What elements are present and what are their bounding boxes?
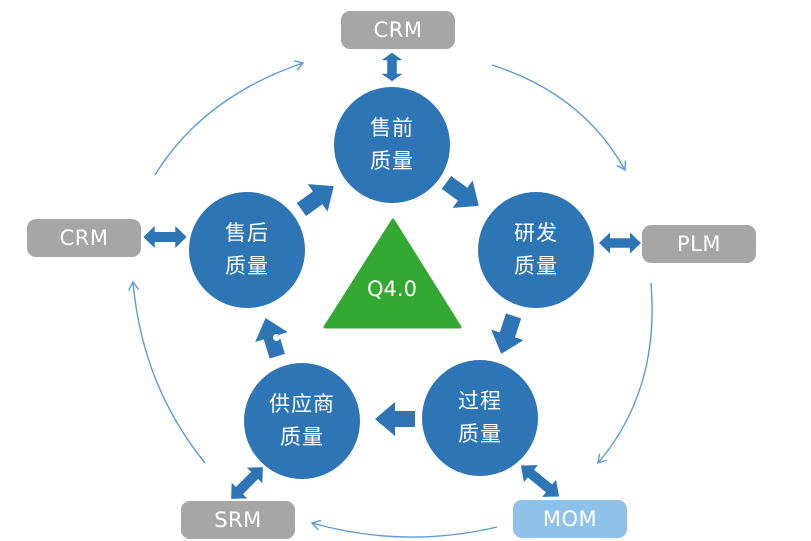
arrow-center-dot <box>273 334 280 341</box>
node-label-line: 质量 <box>370 149 414 173</box>
node-process-quality: 过程 质量 <box>422 360 538 476</box>
cycle-arrow-rd-to-process-icon <box>491 313 524 354</box>
system-box-mom: MOM <box>513 500 627 538</box>
system-box-crm-top: CRM <box>341 11 455 49</box>
node-label-line: 质量 <box>514 254 558 278</box>
system-label: PLM <box>677 232 721 256</box>
system-label: CRM <box>59 226 109 250</box>
outer-arc-bottom-to-left-icon <box>310 519 498 538</box>
node-label-line: 售后 <box>225 221 269 245</box>
system-box-srm: SRM <box>181 501 295 539</box>
bidirectional-arrow-crm-top-icon <box>381 52 403 82</box>
node-supplier-quality: 供应商 质量 <box>244 363 360 479</box>
system-label: MOM <box>542 507 598 531</box>
bidirectional-arrow-crm-left-icon <box>143 226 187 248</box>
cycle-arrow-process-to-supplier-icon <box>375 402 415 436</box>
system-label: CRM <box>373 18 423 42</box>
bidirectional-arrow-mom-icon <box>520 465 560 497</box>
node-label-line: 研发 <box>514 221 558 245</box>
node-rd-quality: 研发 质量 <box>478 192 594 308</box>
outer-arc-top-to-right-icon <box>491 64 627 172</box>
node-label-line: 质量 <box>280 425 324 449</box>
outer-arc-right-to-bottom-icon <box>597 282 653 465</box>
system-box-plm: PLM <box>642 225 756 263</box>
outer-arc-left-up-icon <box>128 280 206 464</box>
node-label-line: 质量 <box>225 254 269 278</box>
node-label-line: 供应商 <box>269 392 335 416</box>
node-label-line: 售前 <box>370 116 414 140</box>
bidirectional-arrow-srm-icon <box>231 467 263 499</box>
cycle-arrow-aftersales-to-presales-icon <box>296 184 334 217</box>
cycle-arrow-supplier-to-aftersales-icon <box>255 317 288 359</box>
system-box-crm-left: CRM <box>27 219 141 257</box>
cycle-arrow-presales-to-rd-icon <box>441 175 479 208</box>
outer-arc-left-to-top-icon <box>154 60 305 176</box>
node-label-line: 质量 <box>458 422 502 446</box>
center-triangle-label: Q4.0 <box>367 277 417 301</box>
node-aftersales-quality: 售后 质量 <box>189 192 305 308</box>
bidirectional-arrow-plm-icon <box>599 232 641 254</box>
system-label: SRM <box>214 508 262 532</box>
center-triangle <box>323 218 462 329</box>
node-label-line: 过程 <box>458 389 502 413</box>
node-presales-quality: 售前 质量 <box>334 87 450 203</box>
